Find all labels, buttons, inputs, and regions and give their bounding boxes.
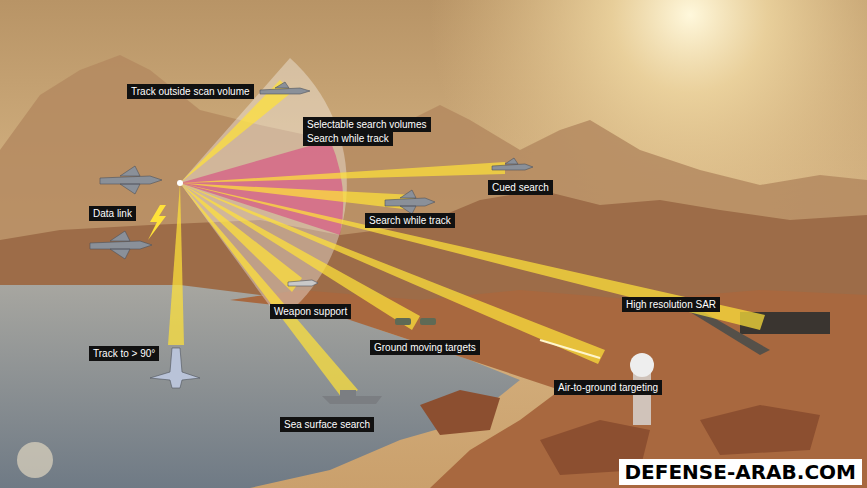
callout-label: Track outside scan volume <box>127 84 254 99</box>
rocky-shore <box>230 290 867 488</box>
callout-label: Cued search <box>488 180 553 195</box>
callout-label: Search while track <box>303 131 393 146</box>
sun-glow <box>0 0 867 300</box>
callout-label: Ground moving targets <box>370 340 480 355</box>
watermark: DEFENSE-ARAB.COM <box>619 459 862 485</box>
callout-label: Search while track <box>365 213 455 228</box>
callout-label: Track to > 90° <box>89 346 159 361</box>
callout-label: Selectable search volumes <box>303 117 431 132</box>
data-link-bolt <box>148 205 166 240</box>
forum-logo <box>17 442 53 478</box>
ground-vehicles <box>395 318 436 325</box>
callout-label: High resolution SAR <box>622 297 720 312</box>
ship <box>322 390 382 404</box>
callout-label: Sea surface search <box>280 417 374 432</box>
radar-beams <box>168 80 765 398</box>
missile-trail <box>540 340 600 358</box>
callout-label: Data link <box>89 206 136 221</box>
aircraft <box>90 82 533 388</box>
callout-label: Weapon support <box>270 304 351 319</box>
callout-label: Air-to-ground targeting <box>554 380 662 395</box>
radar-origin <box>177 180 183 186</box>
